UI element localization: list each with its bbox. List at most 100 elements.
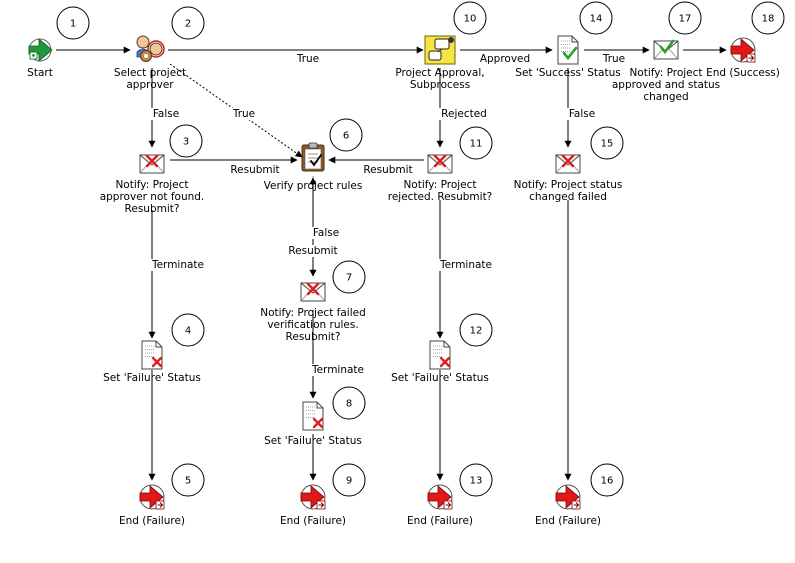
document-error-icon	[141, 340, 163, 370]
node-label: changed	[643, 91, 688, 103]
node-label: Set 'Success' Status	[515, 67, 620, 79]
node-5[interactable]: End (Failure)	[119, 484, 185, 527]
node-18[interactable]: End (Success)	[706, 37, 780, 79]
step-number-badge: 14	[579, 1, 613, 35]
badge-circle	[579, 1, 613, 35]
node-label: End (Success)	[706, 67, 780, 79]
edge-label-11-to-6: Resubmit	[363, 164, 412, 176]
node-label: verification rules.	[267, 319, 358, 331]
node-label: End (Failure)	[280, 515, 346, 527]
step-number: 3	[183, 137, 189, 148]
step-number: 11	[470, 139, 483, 150]
node-10[interactable]: Project Approval,Subprocess	[395, 35, 485, 91]
node-12[interactable]: Set 'Failure' Status	[391, 340, 489, 384]
node-14[interactable]: Set 'Success' Status	[515, 35, 621, 79]
envelope-error-icon	[427, 154, 453, 174]
node-label: End (Failure)	[535, 515, 601, 527]
edge-label-bg	[228, 164, 282, 176]
node-label: Project Approval,	[395, 67, 484, 79]
step-number: 17	[679, 14, 692, 25]
node-16[interactable]: End (Failure)	[535, 484, 601, 527]
node-label: Set 'Failure' Status	[391, 372, 489, 384]
node-label: changed failed	[529, 191, 607, 203]
node-6[interactable]: Verify project rules	[264, 142, 363, 192]
badge-circle	[590, 126, 624, 160]
document-error-icon	[429, 340, 451, 370]
node-label: Verify project rules	[264, 180, 363, 192]
badge-circle	[332, 386, 366, 420]
end-icon	[300, 484, 326, 510]
badge-circle	[171, 6, 205, 40]
badge-circle	[751, 1, 785, 35]
step-number: 14	[590, 14, 603, 25]
edge-label-10-to-11: Rejected	[441, 108, 487, 120]
people-icon	[136, 35, 165, 62]
edge-label-bg	[293, 53, 323, 65]
step-number: 15	[601, 139, 614, 150]
node-label: Resubmit?	[286, 331, 341, 343]
node-label: Notify: Project failed	[260, 307, 366, 319]
step-number: 8	[346, 399, 352, 410]
document-error-icon	[302, 401, 324, 431]
badge-circle	[329, 118, 363, 152]
edge-label-bg	[361, 164, 415, 176]
badge-circle	[459, 313, 493, 347]
node-label: Notify: Project	[403, 179, 476, 191]
badge-circle	[332, 463, 366, 497]
end-icon	[427, 484, 453, 510]
edge-label-2-to-10: True	[296, 53, 319, 65]
edge-label-7-to-6: Resubmit	[288, 245, 337, 257]
step-number-badge: 6	[329, 118, 363, 152]
envelope-error-icon	[555, 154, 581, 174]
step-number: 18	[762, 14, 775, 25]
edge-label-6-to-7: False	[313, 227, 339, 239]
edge-label-bg	[148, 259, 208, 271]
step-number: 1	[70, 19, 76, 30]
badge-circle	[332, 260, 366, 294]
edge-label-2-to-3: False	[153, 108, 179, 120]
node-8[interactable]: Set 'Failure' Status	[264, 401, 362, 447]
edge-label-bg	[308, 227, 344, 239]
step-number-badge: 17	[668, 1, 702, 35]
node-label: Set 'Failure' Status	[103, 372, 201, 384]
badge-circle	[668, 1, 702, 35]
node-4[interactable]: Set 'Failure' Status	[103, 340, 201, 384]
step-number-badge: 11	[459, 126, 493, 160]
node-13[interactable]: End (Failure)	[407, 484, 473, 527]
badge-circle	[453, 1, 487, 35]
edge-label-bg	[564, 108, 600, 120]
node-9[interactable]: End (Failure)	[280, 484, 346, 527]
envelope-error-icon	[139, 154, 165, 174]
step-number-badge: 12	[459, 313, 493, 347]
envelope-error-icon	[300, 282, 326, 302]
step-number-badge: 4	[171, 313, 205, 347]
edge-label-bg	[308, 364, 368, 376]
node-label: Notify: Project	[629, 67, 702, 79]
clipboard-icon	[301, 142, 325, 172]
node-label: Start	[27, 67, 53, 79]
edge-label-bg	[148, 108, 184, 120]
node-label: Subprocess	[410, 79, 470, 91]
node-label: approver	[126, 79, 174, 91]
edge-label-bg	[478, 53, 532, 65]
step-number: 4	[185, 326, 191, 337]
start-icon	[28, 38, 53, 62]
node-1[interactable]: Start	[27, 38, 53, 79]
edge-label-14-to-15: False	[569, 108, 595, 120]
edge-label-7-to-8: Terminate	[311, 364, 364, 376]
badge-circle	[171, 463, 205, 497]
end-icon	[555, 484, 581, 510]
edge-labels-layer: TrueTrueFalseResubmitTerminateFalseResub…	[148, 53, 629, 376]
node-label: rejected. Resubmit?	[388, 191, 493, 203]
step-number: 10	[464, 14, 477, 25]
subprocess-icon	[424, 35, 456, 65]
step-number-badge: 7	[332, 260, 366, 294]
edge-label-bg	[599, 53, 629, 65]
